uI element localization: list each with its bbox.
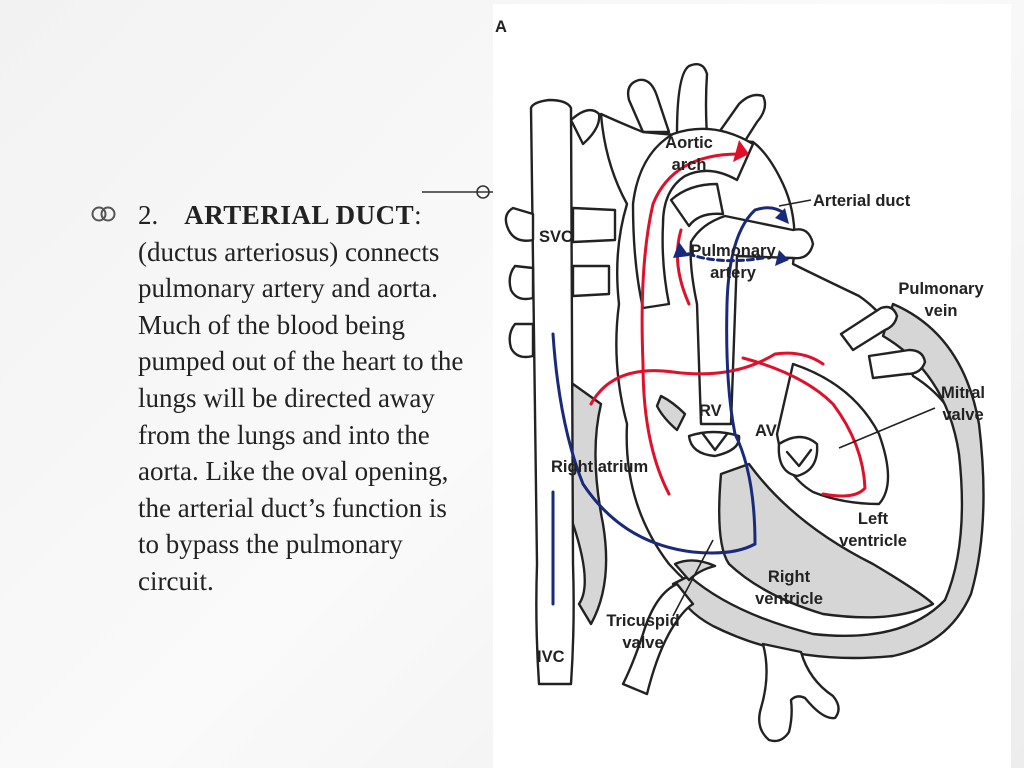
svc-branch-3 (508, 322, 535, 359)
interventricular-septum (718, 462, 935, 619)
descending-vessel (758, 642, 840, 743)
label-right-atrium: Right atrium (551, 458, 648, 476)
label-left-ventricle-2: ventricle (839, 532, 907, 550)
pulmonary-arrow-left (673, 242, 689, 258)
label-right-ventricle-1: Right (768, 568, 811, 586)
fetal-heart-diagram: A Aortic arch Arterial duct SVC Pulmonar… (495, 18, 985, 743)
label-left-ventricle-1: Left (858, 510, 889, 528)
oxygenated-flow-aorta (640, 152, 741, 496)
label-ivc: IVC (537, 648, 565, 666)
connector-line (422, 185, 500, 199)
oxygenated-arrow (733, 140, 749, 162)
aortic-branch-1 (626, 78, 671, 134)
pulmonary-arrow-right (775, 250, 789, 266)
label-aortic-arch-1: Aortic (665, 134, 713, 152)
bullet-text: 2. ARTERIAL DUCT: (ductus arteriosus) con… (138, 197, 468, 600)
right-atrium-connector (571, 206, 617, 244)
deoxygenated-arrow (775, 208, 789, 224)
heart-diagram-panel: A Aortic arch Arterial duct SVC Pulmonar… (493, 4, 1011, 768)
label-svc: SVC (539, 228, 573, 246)
label-aortic-arch-2: arch (672, 156, 707, 174)
label-pulmonary-artery-1: Pulmonary (690, 242, 776, 260)
oxygenated-flow-arch (675, 228, 691, 306)
label-tricuspid-valve-2: valve (622, 634, 663, 652)
label-arterial-duct: Arterial duct (813, 192, 911, 210)
label-av: AV (755, 422, 777, 440)
septal-flap (655, 394, 687, 432)
label-pulmonary-artery-2: artery (710, 264, 757, 282)
oxygenated-flow-ivc (589, 351, 825, 406)
label-mitral-valve-1: Mitral (941, 384, 985, 402)
pulmonary-vein-upper (839, 305, 899, 352)
svc-ivc-vessel (529, 98, 575, 686)
deoxygenated-flow-pulmonary (677, 248, 765, 263)
label-mitral-valve-2: valve (942, 406, 983, 424)
arterial-duct-vessel (669, 182, 725, 228)
right-atrium-connector-2 (571, 264, 611, 298)
oxygenated-flow-left-ventricle (741, 356, 867, 498)
label-tricuspid-valve-1: Tricuspid (606, 612, 679, 630)
bullet-number: 2. (138, 200, 159, 230)
deoxygenated-flow-svc (551, 206, 787, 555)
label-right-ventricle-2: ventricle (755, 590, 823, 608)
svc-branch-2 (508, 264, 535, 301)
aortic-branch-2 (675, 63, 709, 138)
bullet-body: : (ductus arteriosus) connects pulmonary… (138, 200, 464, 596)
interlocked-rings-bullet-icon (91, 206, 116, 222)
svc-branch-top (569, 108, 601, 146)
label-rv: RV (699, 402, 722, 420)
pulmonary-vein-lower (867, 348, 927, 380)
label-pulmonary-vein-1: Pulmonary (898, 280, 984, 298)
label-pulmonary-vein-2: vein (924, 302, 957, 320)
svc-branch-1 (504, 206, 535, 242)
bullet-term: ARTERIAL DUCT (184, 200, 415, 230)
panel-letter: A (495, 18, 507, 36)
